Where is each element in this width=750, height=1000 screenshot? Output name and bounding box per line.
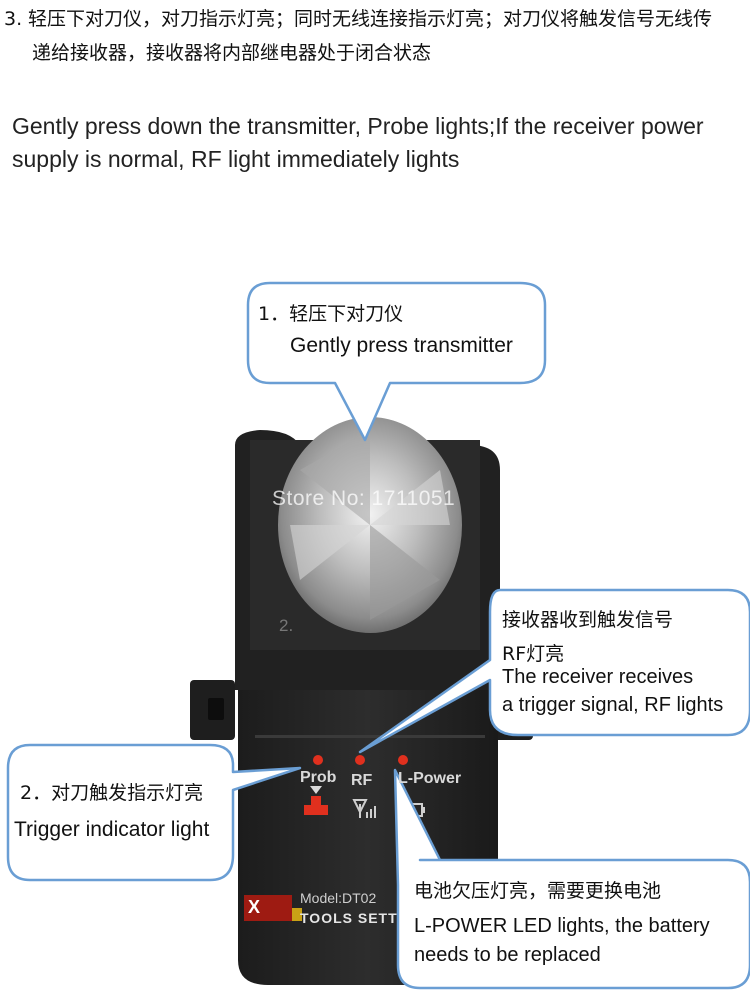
mount-tab-left: [190, 680, 235, 740]
callout-rf-en2: a trigger signal, RF lights: [502, 694, 724, 716]
lpower-led: [398, 755, 408, 765]
prob-label: Prob: [300, 769, 337, 786]
battery-icon: [397, 803, 425, 817]
callout-power-bubble: [393, 768, 750, 990]
lpower-label: L-Power: [398, 770, 462, 787]
transmitter-knob[interactable]: [278, 417, 462, 633]
step-description-en: Gently press down the transmitter, Probe…: [12, 110, 742, 176]
rf-led: [355, 755, 365, 765]
stray-mark: 2.: [279, 616, 294, 635]
transmitter-housing: [235, 430, 500, 690]
step-number: 3.: [4, 8, 23, 30]
logo-text: X: [248, 897, 261, 917]
callout-rf-bubble: [358, 588, 750, 754]
store-watermark: Store No: 1711051: [272, 487, 456, 510]
callout-trigger-en: Trigger indicator light: [14, 818, 210, 841]
step-en-line1: Gently press down the transmitter, Probe…: [12, 113, 704, 139]
callout-rf-en1: The receiver receives: [502, 666, 694, 688]
probe-icon: [304, 786, 328, 815]
step-description-zh: 3.轻压下对刀仪，对刀指示灯亮；同时无线连接指示灯亮；对刀仪将触发信号无线传 递…: [4, 2, 744, 70]
callout-press-en: Gently press transmitter: [290, 334, 513, 357]
callout-power-en2: needs to be replaced: [414, 944, 601, 966]
prob-led: [313, 755, 323, 765]
callout-power-en1: L-POWER LED lights, the battery: [414, 915, 710, 937]
signal-icon: [352, 799, 376, 818]
callout-power-zh: 电池欠压灯亮，需要更换电池: [414, 880, 662, 902]
brand-label: TOOLS SETT: [300, 910, 398, 926]
step-en-line2: supply is normal, RF light immediately l…: [12, 146, 460, 172]
callout-trigger-zh: 2．对刀触发指示灯亮: [20, 782, 204, 804]
device-body: [238, 690, 498, 985]
model-label: Model:DT02: [300, 890, 377, 906]
callout-rf-zh2: RF灯亮: [502, 643, 565, 665]
step-zh-line1: 轻压下对刀仪，对刀指示灯亮；同时无线连接指示灯亮；对刀仪将触发信号无线传: [28, 8, 713, 30]
step-zh-line2: 递给接收器，接收器将内部继电器处于闭合状态: [32, 42, 432, 64]
brand-logo: [244, 895, 302, 921]
callout-rf-zh1: 接收器收到触发信号: [502, 609, 674, 631]
callout-press-zh: 1．轻压下对刀仪: [258, 303, 404, 325]
callout-trigger-bubble: [6, 743, 302, 882]
callout-press-bubble: [246, 281, 547, 442]
rf-label: RF: [351, 772, 373, 789]
mount-tab-right: [488, 640, 533, 740]
